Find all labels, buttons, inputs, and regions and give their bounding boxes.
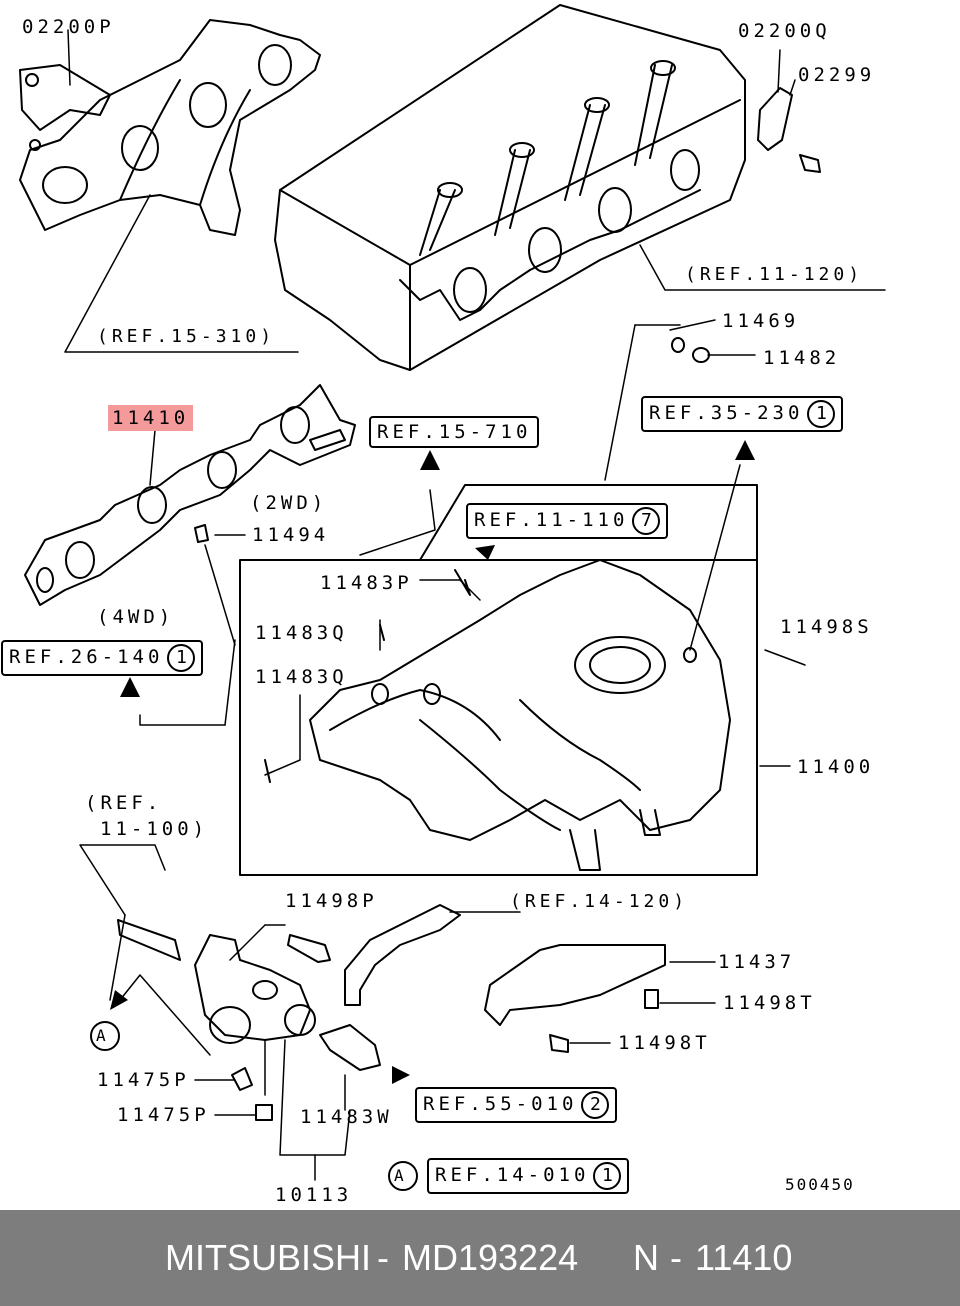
intake-manifold-drawing: [264, 559, 731, 871]
ref-14-010-text: REF.14-010: [435, 1164, 590, 1186]
ref-15-710: REF.15-710: [369, 416, 540, 448]
plug-11475P-b-drawing: [255, 1104, 273, 1121]
label-11469: 11469: [722, 310, 800, 332]
parts-diagram: 02200P 02200Q 02299 (REF.15-310) (REF.11…: [1, 4, 886, 1206]
label-4wd: (4WD): [97, 606, 175, 628]
marker-a1: A: [96, 1026, 106, 1045]
nut-11482-drawing: [692, 347, 710, 363]
label-2wd: (2WD): [250, 492, 328, 514]
label-11483W: 11483W: [300, 1106, 393, 1128]
ref-55-010-text: REF.55-010: [423, 1093, 578, 1115]
ref-15-710-text: REF.15-710: [377, 421, 532, 443]
marker-a2: A: [394, 1166, 404, 1185]
nut-11469-drawing: [671, 337, 685, 353]
marker-a1-circle: [90, 1021, 120, 1051]
label-11483Q-b: 11483Q: [255, 666, 348, 688]
direction-arrows: [110, 440, 755, 1084]
ref-55-010-number: 2: [581, 1091, 610, 1119]
gasket-11410-drawing: [24, 384, 356, 606]
bolt-11498P-drawing: [287, 934, 331, 963]
brand-name: MITSUBISHI: [165, 1237, 372, 1278]
bolt-11498T-b-drawing: [549, 1034, 569, 1053]
hose-14-120-drawing: [344, 904, 461, 1006]
label-11483P: 11483P: [320, 572, 413, 594]
label-11483Q-a: 11483Q: [255, 622, 348, 644]
exhaust-manifold-drawing: [19, 19, 321, 236]
part-info-footer: MITSUBISHI - MD193224 N - 11410: [0, 1210, 960, 1306]
ref-11-100-line2: 11-100): [100, 818, 209, 840]
part-02200Q-drawing: [757, 87, 793, 151]
ref-14-010-number: 1: [593, 1162, 622, 1190]
label-11475P-a: 11475P: [97, 1069, 190, 1091]
footer-n-label: N: [633, 1237, 659, 1278]
thermostat-housing-10113-drawing: [194, 934, 316, 1044]
label-11475P-b: 11475P: [117, 1104, 210, 1126]
diagram-number: 500450: [785, 1175, 855, 1194]
cylinder-head-drawing: [274, 4, 746, 371]
ref-35-230-text: REF.35-230: [649, 402, 804, 424]
ref-26-140-text: REF.26-140: [9, 646, 164, 668]
ref-15-310: (REF.15-310): [97, 326, 276, 347]
tube-11-100-drawing: [117, 919, 181, 961]
label-02200Q: 02200Q: [738, 20, 831, 42]
ref-26-140-number: 1: [167, 644, 196, 672]
position-number: 11410: [695, 1237, 793, 1278]
label-11498P: 11498P: [285, 890, 378, 912]
ref-11-120: (REF.11-120): [685, 264, 864, 285]
label-11482: 11482: [763, 347, 841, 369]
label-02299: 02299: [798, 64, 876, 86]
label-11498T-b: 11498T: [618, 1032, 711, 1054]
pipe-11483W-drawing: [319, 1024, 381, 1071]
footer-dash-1: -: [377, 1237, 389, 1278]
label-11494: 11494: [252, 524, 330, 546]
label-11498T-a: 11498T: [723, 992, 816, 1014]
label-11437: 11437: [718, 951, 796, 973]
leader-lines: [64, 29, 886, 1181]
diagram-drawing: [19, 4, 886, 1191]
ref-11-110-text: REF.11-110: [474, 509, 629, 531]
dowel-11494-drawing: [194, 524, 209, 543]
footer-dash-2: -: [670, 1237, 682, 1278]
label-10113: 10113: [275, 1184, 353, 1206]
part-number: MD193224: [402, 1237, 579, 1278]
intake-manifold-frame: [239, 559, 758, 876]
label-02200P: 02200P: [22, 16, 115, 38]
plug-11475P-a-drawing: [231, 1067, 253, 1091]
label-11498S: 11498S: [780, 616, 873, 638]
ref-11-100-line1: (REF.: [85, 792, 163, 814]
label-11410-highlighted: 11410: [108, 405, 194, 431]
label-11400: 11400: [797, 756, 875, 778]
part-02299-drawing: [799, 154, 821, 173]
ref-14-120: (REF.14-120): [510, 891, 689, 912]
ref-11-110-number: 7: [632, 507, 661, 535]
bolt-11498T-a-drawing: [644, 989, 659, 1009]
marker-a2-circle: [388, 1161, 418, 1191]
bracket-11437-drawing: [484, 944, 666, 1026]
ref-35-230-number: 1: [807, 400, 836, 428]
